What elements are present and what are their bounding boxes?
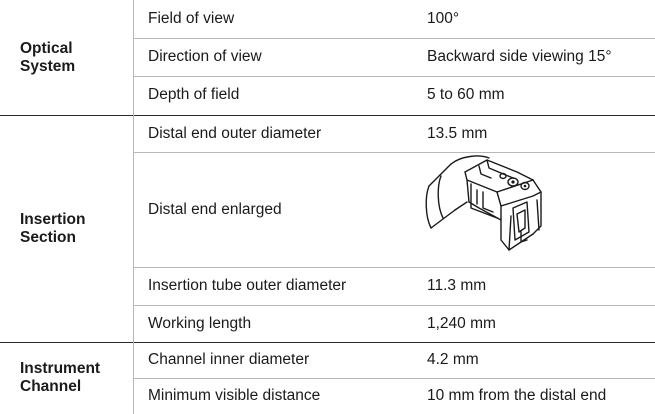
table-row: Distal end enlarged	[133, 152, 655, 267]
spec-value: 1,240 mm	[427, 314, 496, 332]
row-divider	[133, 38, 655, 39]
group-optical-system: Optical System	[0, 0, 655, 115]
table-row: Working length 1,240 mm	[133, 305, 655, 342]
spec-name: Minimum visible distance	[148, 387, 321, 404]
spec-value: 13.5 mm	[427, 124, 488, 142]
column-divider	[133, 0, 134, 414]
spec-name: Field of view	[148, 10, 235, 27]
table-row: Field of view 100°	[133, 0, 655, 38]
table-row: Distal end outer diameter 13.5 mm	[133, 115, 655, 152]
group-label: Optical System	[20, 39, 76, 75]
row-divider	[133, 152, 655, 153]
row-divider	[133, 378, 655, 379]
group-instrument-channel: Instrument Channel	[0, 342, 655, 414]
table-row: Direction of view Backward side viewing …	[133, 38, 655, 76]
row-divider	[133, 267, 655, 268]
section-divider	[0, 342, 655, 343]
spec-name: Distal end outer diameter	[148, 124, 322, 142]
endoscope-distal-end-icon	[425, 155, 542, 251]
spec-name: Working length	[148, 314, 252, 332]
spec-name: Depth of field	[148, 86, 240, 103]
group-label: Instrument Channel	[20, 360, 101, 395]
table-row: Minimum visible distance 10 mm from the …	[133, 378, 655, 414]
spec-value: Backward side viewing 15°	[427, 48, 612, 65]
table-row: Channel inner diameter 4.2 mm	[133, 342, 655, 378]
spec-name: Insertion tube outer diameter	[148, 277, 347, 294]
spec-name: Distal end enlarged	[148, 200, 282, 218]
spec-value: 5 to 60 mm	[427, 86, 505, 103]
table-row: Depth of field 5 to 60 mm	[133, 76, 655, 114]
row-divider	[133, 76, 655, 77]
group-insertion-section: Insertion Section	[0, 115, 655, 342]
section-divider	[0, 115, 655, 116]
spec-value: 10 mm from the distal end	[427, 387, 607, 404]
table-row: Insertion tube outer diameter 11.3 mm	[133, 267, 655, 305]
group-label: Insertion Section	[20, 210, 86, 246]
spec-value: 11.3 mm	[427, 277, 487, 294]
row-divider	[133, 305, 655, 306]
spec-name: Channel inner diameter	[148, 351, 310, 368]
spec-name: Direction of view	[148, 48, 262, 65]
spec-value: 4.2 mm	[427, 351, 479, 368]
spec-value: 100°	[427, 10, 460, 27]
